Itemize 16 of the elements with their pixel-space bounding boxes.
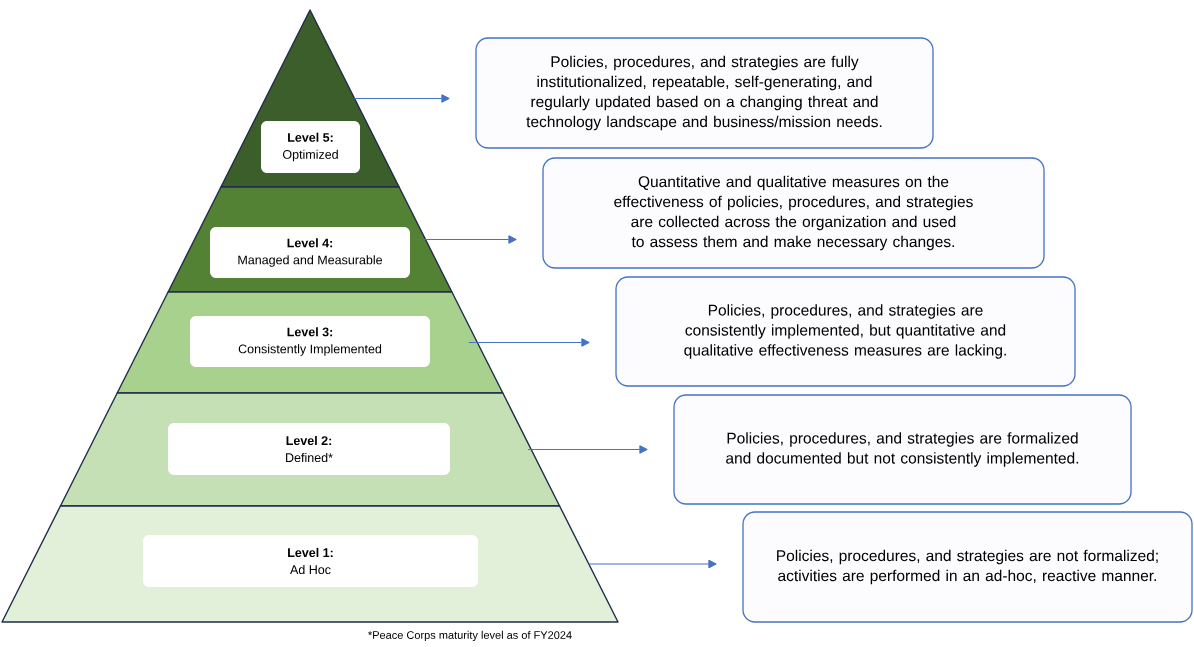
arrow	[411, 235, 517, 244]
description-box: Policies, procedures, and strategies are formalized and documented but not consistently implemented.	[673, 394, 1132, 505]
arrow	[353, 94, 450, 103]
arrow	[468, 338, 590, 347]
description-box: Policies, procedures, and strategies are not formalized; activities are performed in an ad-hoc, reactive manner.	[742, 511, 1193, 623]
footnote: *Peace Corps maturity level as of FY2024	[368, 630, 572, 642]
description-box: Policies, procedures, and strategies are consistently implemented, but quantitative and qualitative effectiveness measures are lacking.	[615, 276, 1076, 387]
description-box: Quantitative and qualitative measures on the effectiveness of policies, procedures, and strategies are collected across the organization and used to assess them and make necessary changes.	[542, 157, 1045, 269]
description-box: Policies, procedures, and strategies are fully institutionalized, repeatable, self-generating, and regularly updated based on a changing threat and technology landscape and business/mission needs.	[475, 37, 934, 149]
level-label: Level 3: Consistently Implemented	[190, 316, 430, 367]
arrow	[527, 445, 648, 454]
level-label: Level 4: Managed and Measurable	[210, 227, 410, 278]
arrow	[588, 559, 717, 569]
level-label: Level 1: Ad Hoc	[143, 535, 478, 587]
level-label: Level 2: Defined*	[168, 423, 450, 475]
level-label: Level 5: Optimized	[261, 121, 360, 173]
